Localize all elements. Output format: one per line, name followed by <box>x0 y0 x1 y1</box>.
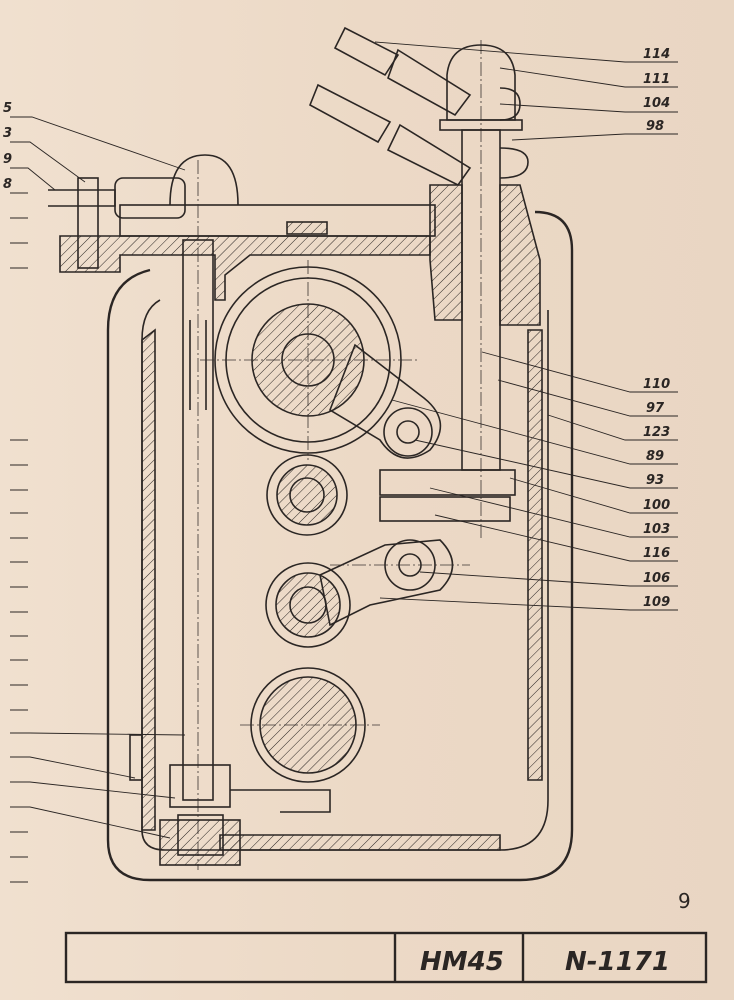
part-label-89: 89 <box>646 449 664 464</box>
part-label-100: 100 <box>643 498 670 513</box>
left-tick-marks <box>10 439 28 883</box>
page-number: 9 <box>678 889 691 913</box>
pin-98 <box>499 147 529 179</box>
part-label-110: 110 <box>643 377 670 392</box>
knob-5 <box>169 154 239 206</box>
drawing-number: N-1171 <box>565 947 670 977</box>
right-bearing-block <box>429 184 463 321</box>
lever-hub <box>114 177 186 219</box>
top-plate <box>59 235 431 301</box>
knob-114 <box>446 44 516 121</box>
part-label-left-5: 5 <box>3 101 12 116</box>
part-label-left-8: 8 <box>3 177 12 192</box>
housing-outline <box>106 210 574 882</box>
lever-handle-1 <box>333 26 400 77</box>
splined-shaft <box>265 562 351 648</box>
housing-inner <box>141 299 549 851</box>
slide-block-93 <box>379 469 516 496</box>
part-label-104: 104 <box>643 96 670 111</box>
rod-clamp <box>169 764 231 808</box>
part-label-114: 114 <box>643 47 670 62</box>
bushing <box>266 454 348 536</box>
fork-89 <box>329 343 442 459</box>
part-label-97: 97 <box>646 401 665 416</box>
part-label-left-3: 3 <box>3 126 12 141</box>
leader-lines <box>10 41 678 839</box>
part-label-98: 98 <box>646 119 664 134</box>
lever-handle-2 <box>308 83 392 144</box>
lever-arm-left <box>48 189 116 207</box>
housing-wall-bottom <box>219 834 501 851</box>
knurled-screw <box>286 221 328 235</box>
top-cover <box>119 204 436 237</box>
part-label-109: 109 <box>643 595 670 610</box>
part-label-left-9: 9 <box>3 152 12 167</box>
part-label-103: 103 <box>643 522 670 537</box>
housing-wall-right <box>527 329 543 781</box>
part-label-111: 111 <box>643 72 670 87</box>
model-number: HM45 <box>420 947 504 977</box>
slide-block-103 <box>379 496 511 522</box>
fork-109 <box>319 539 454 627</box>
part-label-123: 123 <box>643 425 670 440</box>
part-label-93: 93 <box>646 473 664 488</box>
rod-base <box>159 819 241 866</box>
part-label-106: 106 <box>643 571 670 586</box>
right-bearing-block-2 <box>499 184 541 326</box>
pin-104 <box>499 87 521 121</box>
title-block: HM45 N-1171 <box>64 931 708 984</box>
part-label-116: 116 <box>643 546 670 561</box>
housing-wall-left <box>141 328 156 831</box>
